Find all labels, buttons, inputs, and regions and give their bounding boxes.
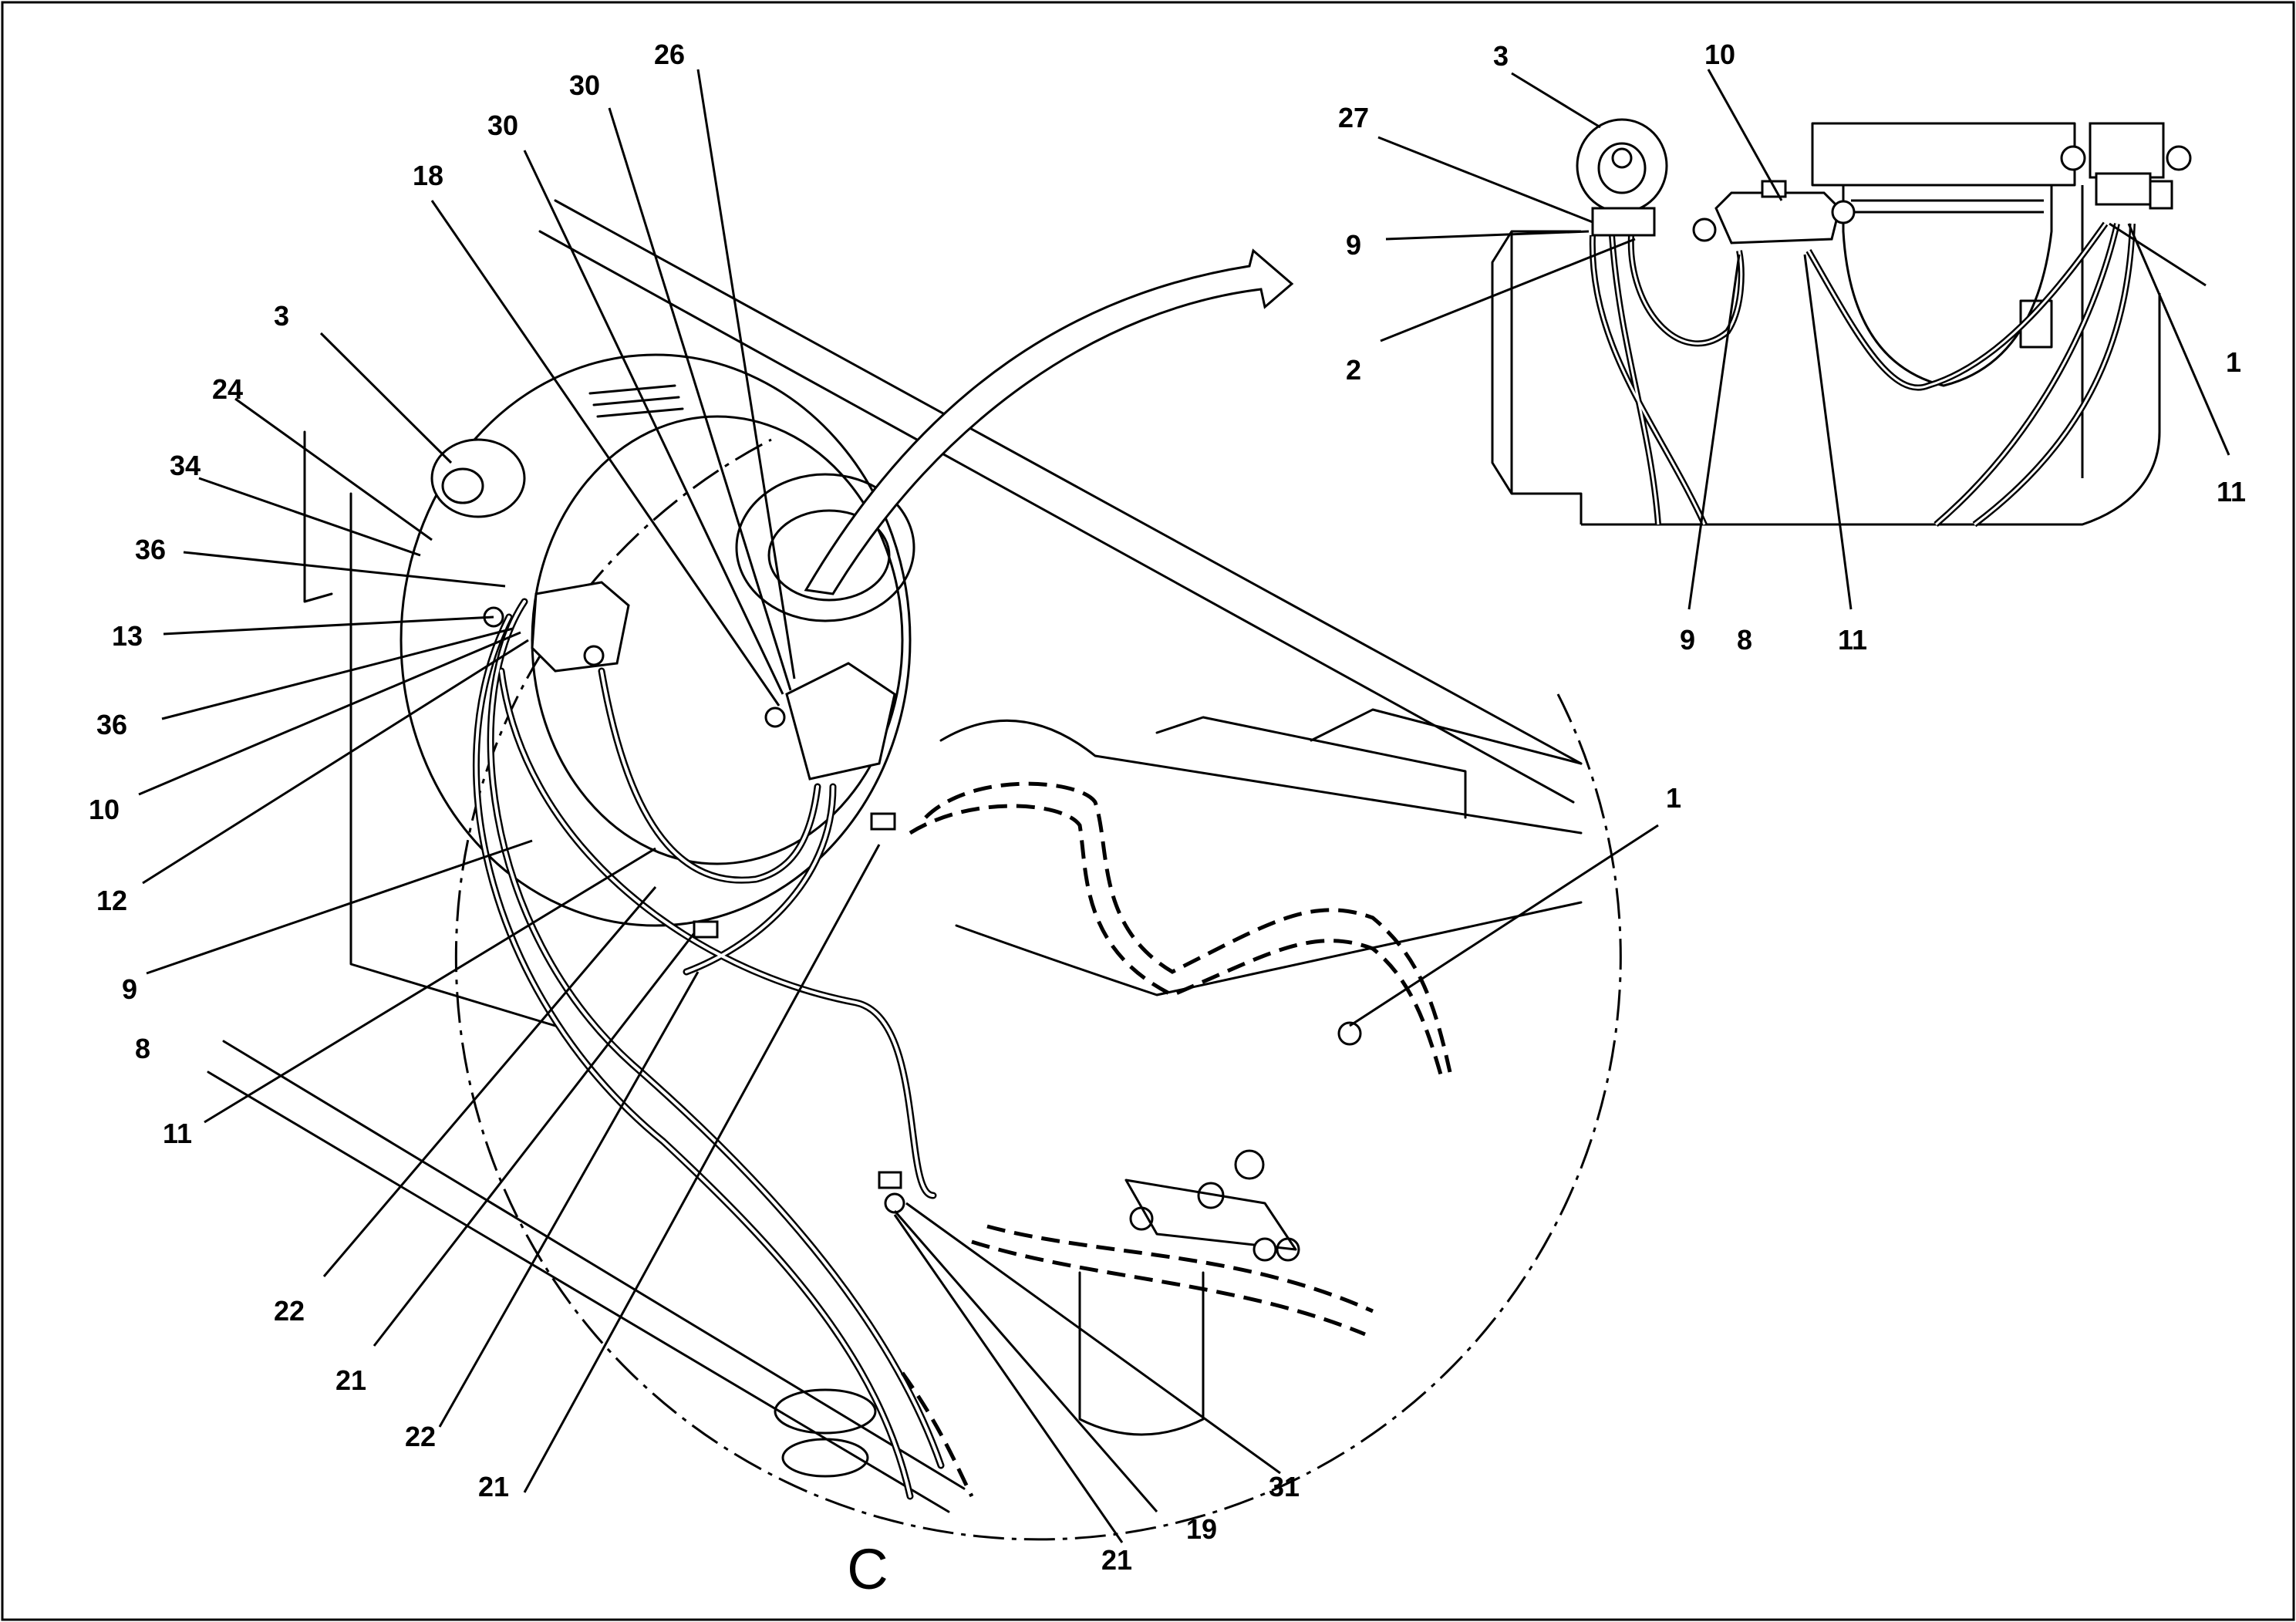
engine-mount-lower xyxy=(781,1438,869,1478)
fuel-pump-face xyxy=(441,467,484,504)
fitting xyxy=(1337,1021,1362,1046)
inset-relay xyxy=(2089,122,2165,179)
callout-label: 30 xyxy=(487,110,518,141)
pump-fitting xyxy=(1197,1182,1225,1209)
callout-label: 12 xyxy=(96,885,127,916)
inset-solenoid xyxy=(1714,191,1841,244)
callout-label: 21 xyxy=(335,1364,366,1396)
fitting xyxy=(583,645,605,666)
main-callouts: 3 24 34 36 13 36 10 12 9 8 11 18 30 30 2… xyxy=(89,39,1681,1576)
inset-leader-lines xyxy=(1377,69,2230,610)
callout-label: 21 xyxy=(1101,1544,1132,1576)
callout-label: 26 xyxy=(654,39,685,70)
intake-duct xyxy=(939,719,1583,996)
left-panel xyxy=(349,492,557,1027)
inset-solenoid-eye xyxy=(1692,218,1717,242)
inset-intake-ring xyxy=(1851,199,2044,214)
inset-detail-view: 3 10 27 9 2 1 11 9 8 11 xyxy=(1338,39,2246,656)
lower-frame-rail xyxy=(207,1040,966,1513)
callout-label: 31 xyxy=(1269,1471,1300,1502)
hidden-hose-lines xyxy=(900,781,1452,1498)
callout-label: 10 xyxy=(1704,39,1735,70)
engine-assembly xyxy=(207,199,1583,1513)
pump-fitting xyxy=(1234,1149,1265,1180)
callout-label: 9 xyxy=(122,973,137,1005)
callout-label: 9 xyxy=(1346,229,1361,261)
view-arrow xyxy=(804,248,1294,595)
air-outlet-inner xyxy=(767,509,891,602)
inset-hoses-inner xyxy=(1591,223,2134,526)
callout-label: 24 xyxy=(212,373,243,405)
upper-engine-block xyxy=(1155,708,1583,819)
pump-block xyxy=(1124,1179,1297,1251)
callout-label: 2 xyxy=(1346,354,1361,386)
upper-frame-rail xyxy=(538,199,1583,804)
inset-fuel-pump-center xyxy=(1611,147,1633,169)
pump-fitting xyxy=(1129,1206,1154,1231)
side-plate xyxy=(303,430,333,603)
relay-box xyxy=(785,662,896,781)
fitting xyxy=(764,706,786,728)
callout-label: 36 xyxy=(135,534,166,565)
callout-label: 11 xyxy=(1838,624,1867,656)
callout-label: 34 xyxy=(170,450,201,481)
inset-cut-line xyxy=(1581,293,2161,526)
housing-vents xyxy=(588,384,684,418)
engine-mount xyxy=(774,1388,877,1435)
fitting xyxy=(884,1192,905,1214)
callout-label: 10 xyxy=(89,794,120,825)
inset-components xyxy=(1576,118,2192,244)
callout-label: 11 xyxy=(163,1118,192,1149)
air-outlet xyxy=(735,473,915,622)
inset-relay-mount xyxy=(2166,145,2192,171)
view-label: C xyxy=(847,1537,888,1601)
callout-label: 18 xyxy=(413,160,443,191)
callout-label: 36 xyxy=(96,709,127,740)
callout-label: 8 xyxy=(135,1033,150,1064)
inset-pump-base xyxy=(1591,207,1656,237)
fuel-solenoid xyxy=(531,581,630,673)
leader-lines xyxy=(138,69,1659,1543)
fitting xyxy=(1253,1237,1277,1262)
inset-intake xyxy=(1811,122,2076,187)
inset-solenoid-eye xyxy=(1831,200,1856,224)
inset-callouts: 3 10 27 9 2 1 11 9 8 11 xyxy=(1338,39,2246,656)
inset-relay-connector xyxy=(2149,180,2173,210)
callout-label: 22 xyxy=(274,1295,305,1327)
callout-label: 19 xyxy=(1186,1513,1217,1545)
clamp xyxy=(870,812,896,831)
callout-label: 9 xyxy=(1680,624,1695,656)
hose-routing-inner xyxy=(474,600,942,1498)
pump-fitting xyxy=(1276,1237,1300,1262)
filter-housing xyxy=(1078,1271,1205,1436)
detail-circle-boundary xyxy=(454,438,1622,1541)
inset-left-housing xyxy=(1491,230,1583,524)
inset-hoses xyxy=(1589,221,2136,528)
callout-label: 21 xyxy=(478,1471,509,1502)
callout-label: 11 xyxy=(2217,476,2246,508)
components xyxy=(430,438,1362,1262)
callout-label: 1 xyxy=(2226,346,2241,378)
callout-label: 30 xyxy=(569,69,600,101)
callout-label: 3 xyxy=(1493,40,1509,72)
fan-housing xyxy=(400,353,912,927)
inset-relay-mount xyxy=(2060,145,2086,171)
clamp xyxy=(878,1171,902,1189)
main-detail-view: 3 24 34 36 13 36 10 12 9 8 11 18 30 30 2… xyxy=(89,39,1681,1601)
callout-label: 27 xyxy=(1338,102,1369,133)
callout-label: 22 xyxy=(405,1421,436,1452)
callout-label: 8 xyxy=(1737,624,1752,656)
callout-label: 1 xyxy=(1666,782,1681,814)
clamp xyxy=(693,920,719,939)
callout-label: 3 xyxy=(274,300,289,332)
inset-intake-body xyxy=(1842,185,2053,387)
inset-engine xyxy=(1491,122,2161,526)
inset-relay-front xyxy=(2095,172,2152,206)
callout-label: 13 xyxy=(112,620,143,652)
